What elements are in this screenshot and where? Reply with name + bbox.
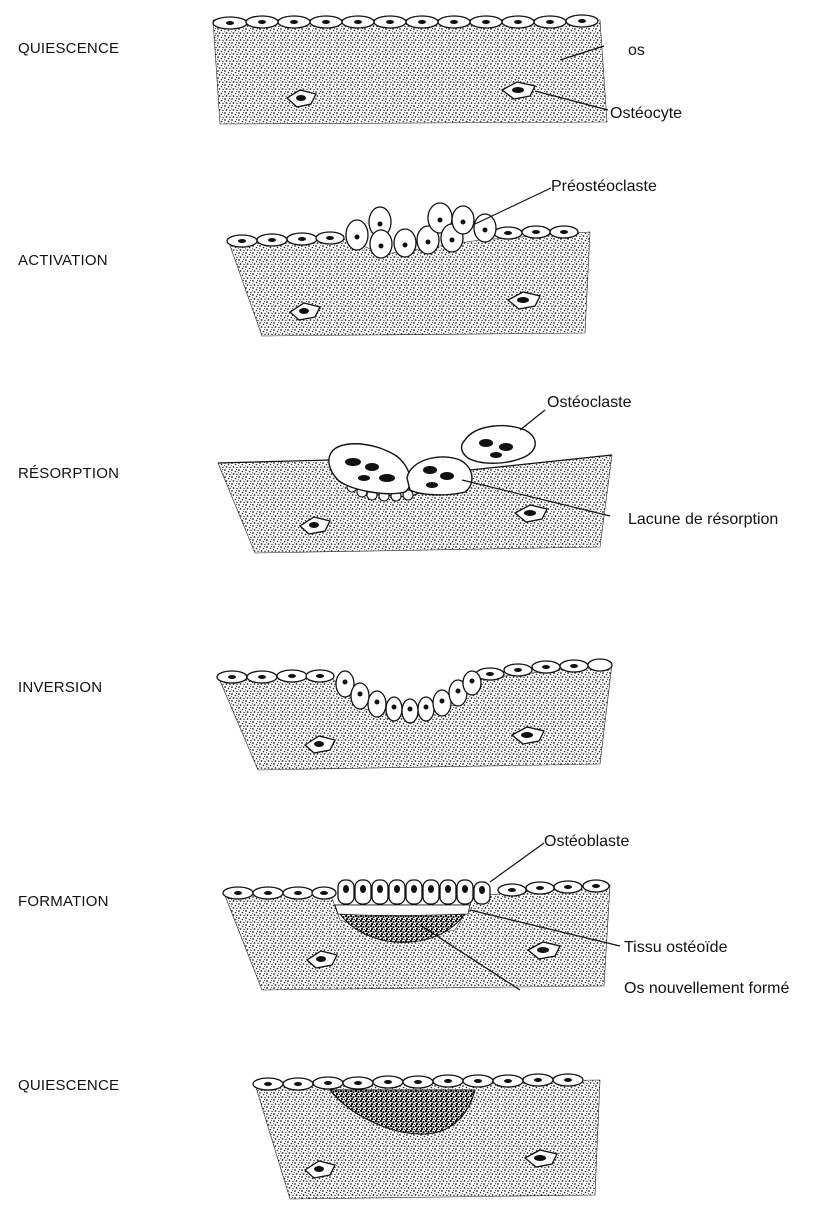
- panel-quiescence-2: [253, 1074, 600, 1199]
- panel-quiescence-1: [213, 15, 608, 124]
- panel-activation: [227, 188, 590, 336]
- panel-inversion: [217, 659, 612, 770]
- panel-formation: [223, 843, 620, 990]
- panel-resorption: [218, 410, 612, 553]
